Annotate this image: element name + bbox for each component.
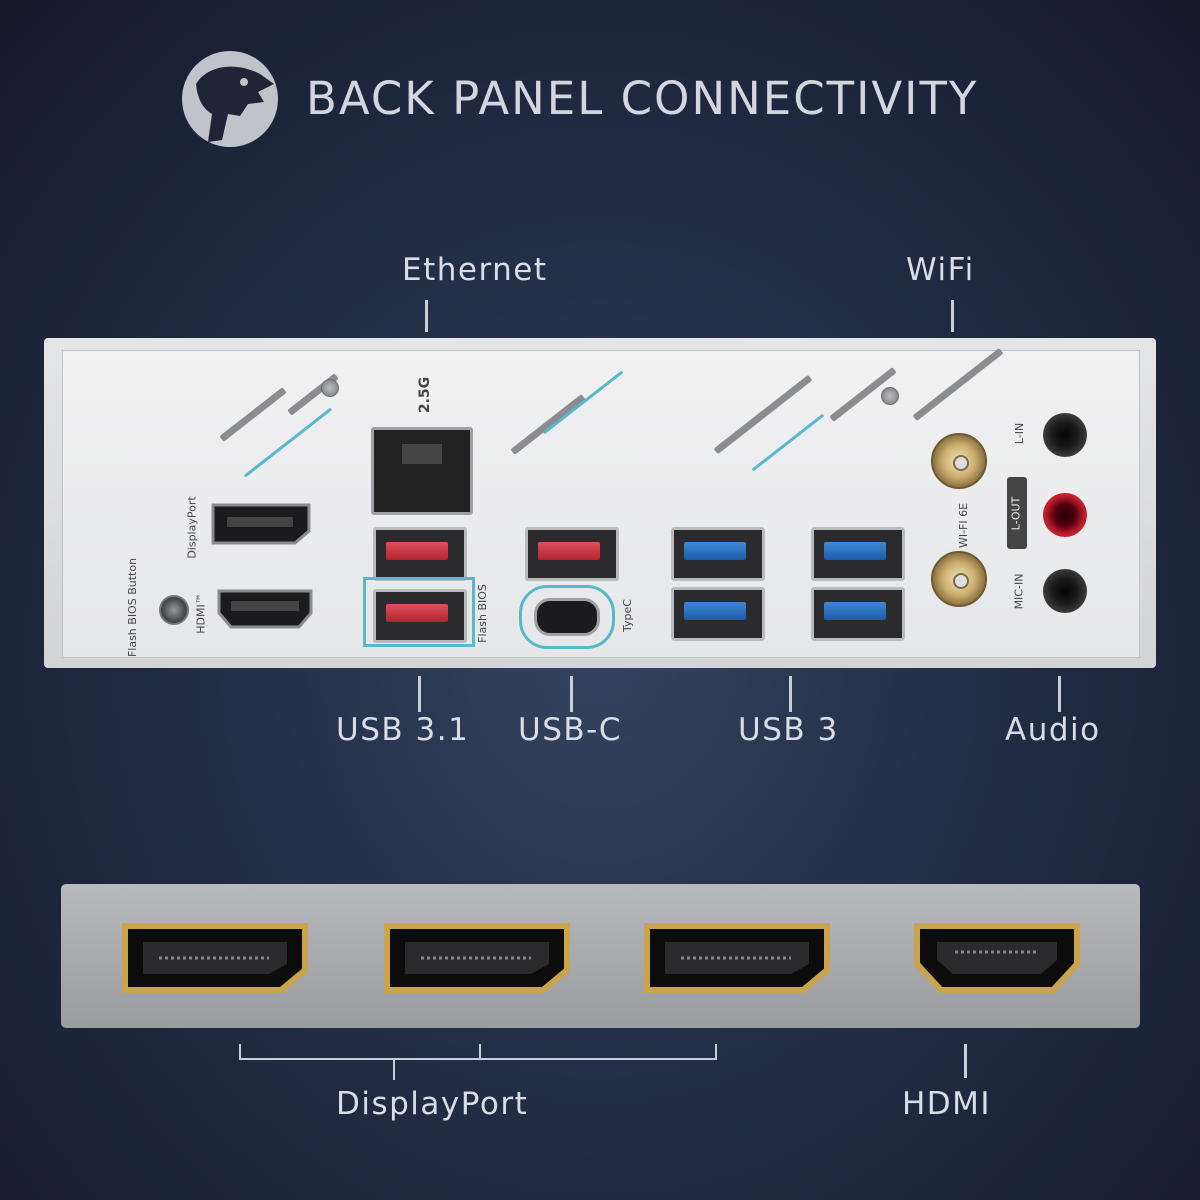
label-hdmi: HDMI [902,1086,992,1122]
hdmi-text: HDMI™ [194,593,208,634]
usb3-port [671,527,765,581]
flash-bios-port-highlight [363,577,475,647]
ethernet-speed-text: 2.5G [417,376,434,414]
hdmi-port-large [911,920,1083,996]
l-out-label-box [1007,477,1027,549]
usb-c-port-highlight [519,585,615,649]
connector-line [964,1044,967,1078]
connector-line [425,300,428,332]
connector-line [951,300,954,332]
typec-text: TypeC [620,599,634,632]
decor-stripe [542,370,624,435]
connector-line [479,1044,481,1060]
usb31-port [373,589,467,643]
display-output-panel [61,884,1140,1028]
displayport-port [209,501,313,547]
label-usbc: USB-C [518,712,622,748]
io-shield-plate: DisplayPort HDMI™ Flash BIOS Button 2.5G… [62,347,1140,658]
connector-line [418,676,421,712]
io-shield: DisplayPort HDMI™ Flash BIOS Button 2.5G… [44,338,1156,668]
connector-line [789,676,792,712]
connector-line [239,1044,241,1060]
screw [881,387,899,405]
usb3-port [811,587,905,641]
label-usb31: USB 3.1 [336,712,470,748]
decor-stripe [912,347,1004,422]
line-in-jack [1043,413,1087,457]
decor-stripe [713,374,813,455]
ethernet-port [371,427,473,515]
displayport-port-large [381,920,573,996]
flash-bios-text: Flash BIOS [475,584,489,643]
wifi-antenna-connector [931,551,987,607]
mic-in-text: MIC-IN [1012,573,1026,610]
decor-stripe [510,394,586,455]
usb31-port [525,527,619,581]
screw [321,379,339,397]
decor-stripe [219,387,287,442]
usb31-port [373,527,467,581]
displayport-bracket [240,1058,717,1060]
l-in-text: L-IN [1013,422,1027,445]
displayport-text: DisplayPort [185,496,199,559]
l-out-text: L-OUT [1009,496,1023,531]
page-title: BACK PANEL CONNECTIVITY [306,72,979,125]
usb3-port [811,527,905,581]
label-wifi: WiFi [906,252,975,288]
flash-bios-button-text: Flash BIOS Button [126,557,140,658]
line-out-jack [1043,493,1087,537]
wifi-antenna-connector [931,433,987,489]
mic-in-jack [1043,569,1087,613]
displayport-port-large [641,920,833,996]
displayport-port-large [119,920,311,996]
label-audio: Audio [1005,712,1101,748]
label-usb3: USB 3 [738,712,839,748]
dinosaur-head-icon [182,51,278,147]
decor-stripe [243,407,333,478]
connector-line [715,1044,717,1060]
label-displayport: DisplayPort [336,1086,529,1122]
wifi6e-text: WI-FI 6E [957,502,971,549]
brand-logo [178,44,278,154]
decor-stripe [751,413,825,472]
connector-line [393,1058,395,1080]
usb-c-port [534,598,600,636]
label-ethernet: Ethernet [402,252,548,288]
connector-line [570,676,573,712]
flash-bios-button[interactable] [159,595,189,625]
hdmi-port [215,587,315,631]
usb3-port [671,587,765,641]
connector-line [1058,676,1061,712]
